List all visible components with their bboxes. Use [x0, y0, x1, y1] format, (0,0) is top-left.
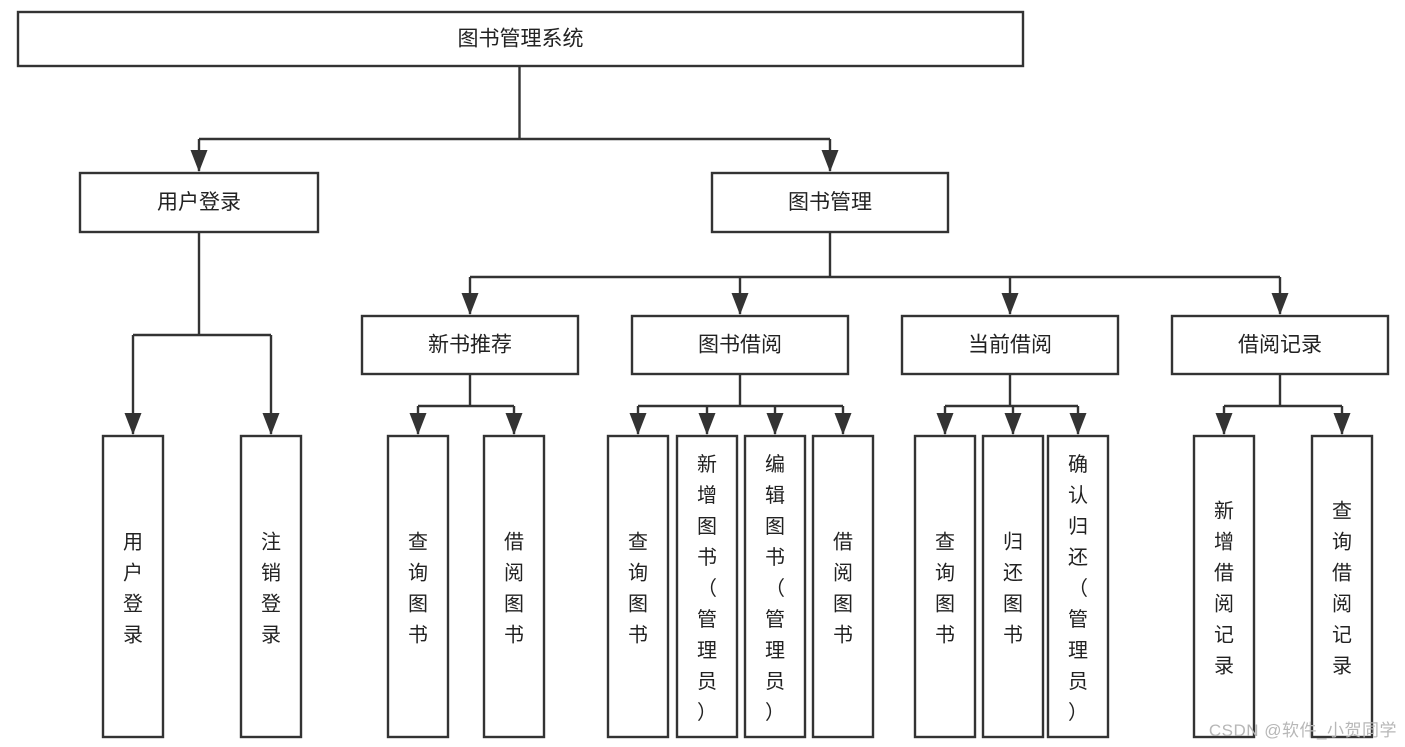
node-label: 查询借阅记录: [1332, 500, 1352, 678]
node-label: 归还图书: [1003, 531, 1023, 647]
node-leaf-borrow-book-1[interactable]: 借阅图书: [482, 434, 546, 739]
node-label: 借阅记录: [1238, 334, 1322, 357]
arrow-head-icon: [731, 293, 749, 315]
node-box: [900, 314, 1120, 376]
node-box: [710, 171, 950, 234]
node-book-manage[interactable]: 图书管理: [710, 171, 950, 234]
node-book-borrow[interactable]: 图书借阅: [630, 314, 850, 376]
connectors-layer: [124, 66, 1351, 435]
node-box: [606, 434, 670, 739]
node-current-borrow[interactable]: 当前借阅: [900, 314, 1120, 376]
node-leaf-query-book-1[interactable]: 查询图书: [386, 434, 450, 739]
node-leaf-user-logout[interactable]: 注销登录: [239, 434, 303, 739]
arrow-head-icon: [190, 150, 208, 172]
arrow-head-icon: [409, 413, 427, 435]
arrow-head-icon: [1333, 413, 1351, 435]
node-leaf-return-book[interactable]: 归还图书: [981, 434, 1045, 739]
arrow-head-icon: [461, 293, 479, 315]
node-box: [239, 434, 303, 739]
node-box: [1170, 314, 1390, 376]
arrow-head-icon: [1215, 413, 1233, 435]
node-label: 新书推荐: [428, 334, 512, 357]
node-box: [675, 434, 739, 739]
boxes-layer: 图书管理系统用户登录图书管理新书推荐图书借阅当前借阅借阅记录用户登录注销登录查询…: [16, 10, 1390, 739]
node-user-login[interactable]: 用户登录: [78, 171, 320, 234]
node-label: 借阅图书: [504, 531, 524, 647]
node-label: 新增图书（管理员）: [697, 453, 717, 724]
node-box: [743, 434, 807, 739]
node-label: 当前借阅: [968, 334, 1052, 357]
node-label: 图书管理系统: [458, 28, 584, 51]
node-label: 图书管理: [788, 191, 872, 214]
node-box: [360, 314, 580, 376]
node-box: [1310, 434, 1374, 739]
node-box: [913, 434, 977, 739]
arrow-head-icon: [505, 413, 523, 435]
arrow-head-icon: [766, 413, 784, 435]
node-new-book-rec[interactable]: 新书推荐: [360, 314, 580, 376]
node-box: [101, 434, 165, 739]
node-box: [811, 434, 875, 739]
node-label: 图书借阅: [698, 334, 782, 357]
node-label: 注销登录: [261, 531, 281, 647]
node-box: [78, 171, 320, 234]
node-box: [386, 434, 450, 739]
arrow-head-icon: [1271, 293, 1289, 315]
arrow-head-icon: [821, 150, 839, 172]
node-label: 编辑图书（管理员）: [765, 453, 785, 724]
node-box: [981, 434, 1045, 739]
node-label: 借阅图书: [833, 531, 853, 647]
node-leaf-query-record[interactable]: 查询借阅记录: [1310, 434, 1374, 739]
node-box: [1192, 434, 1256, 739]
arrow-head-icon: [124, 413, 142, 435]
csdn-watermark: CSDN @软件_小贺同学: [1208, 721, 1397, 740]
node-leaf-edit-book[interactable]: 编辑图书（管理员）: [743, 434, 807, 739]
node-leaf-add-book[interactable]: 新增图书（管理员）: [675, 434, 739, 739]
node-box: [1046, 434, 1110, 739]
node-label: 查询图书: [628, 531, 648, 647]
node-undefined[interactable]: 图书管理系统: [16, 10, 1025, 68]
arrow-head-icon: [1069, 413, 1087, 435]
node-box: [630, 314, 850, 376]
node-box: [482, 434, 546, 739]
arrow-head-icon: [1004, 413, 1022, 435]
node-leaf-query-book-3[interactable]: 查询图书: [913, 434, 977, 739]
node-leaf-add-record[interactable]: 新增借阅记录: [1192, 434, 1256, 739]
arrow-head-icon: [1001, 293, 1019, 315]
node-leaf-confirm-return[interactable]: 确认归还（管理员）: [1046, 434, 1110, 739]
node-label: 用户登录: [123, 532, 143, 647]
node-leaf-query-book-2[interactable]: 查询图书: [606, 434, 670, 739]
node-box: [16, 10, 1025, 68]
node-label: 查询图书: [935, 531, 955, 647]
arrow-head-icon: [629, 413, 647, 435]
arrow-head-icon: [834, 413, 852, 435]
node-label: 用户登录: [157, 191, 241, 214]
arrow-head-icon: [262, 413, 280, 435]
node-borrow-record[interactable]: 借阅记录: [1170, 314, 1390, 376]
arrow-head-icon: [698, 413, 716, 435]
node-leaf-borrow-book-2[interactable]: 借阅图书: [811, 434, 875, 739]
arrow-head-icon: [936, 413, 954, 435]
node-label: 新增借阅记录: [1214, 500, 1234, 678]
node-leaf-user-login[interactable]: 用户登录: [101, 434, 165, 739]
node-label: 查询图书: [408, 531, 428, 647]
node-label: 确认归还（管理员）: [1068, 453, 1088, 724]
